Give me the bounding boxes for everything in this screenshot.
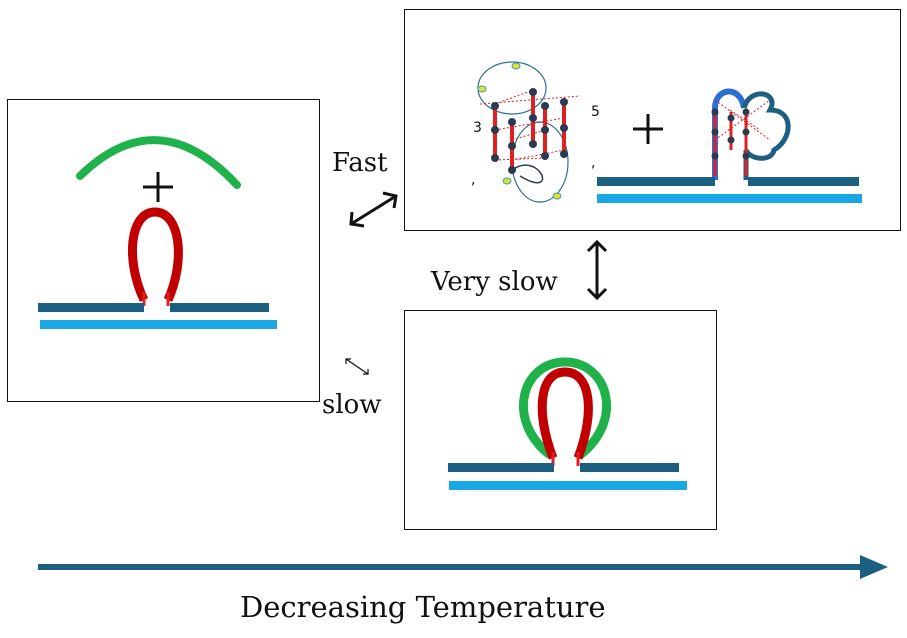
complement-strand-wrap — [519, 357, 611, 459]
fast-label: Fast — [332, 148, 388, 178]
dark-strand-2b — [748, 177, 859, 186]
hairpin-loop-3 — [537, 367, 593, 460]
slow-double-arrow — [345, 358, 369, 375]
slow-label: slow — [322, 390, 382, 420]
g4-comma-left: , — [471, 172, 475, 188]
g4-label-3: 3 — [473, 120, 482, 136]
very-slow-double-arrow — [586, 239, 608, 301]
light-strand-3 — [449, 481, 687, 490]
dark-strand-1b — [170, 303, 269, 312]
plus-sign-2 — [633, 114, 663, 144]
temperature-axis-label: Decreasing Temperature — [240, 590, 606, 624]
very-slow-label: Very slow — [431, 267, 558, 297]
plus-sign-1 — [143, 172, 173, 202]
hairpin-stem-marks-3 — [551, 452, 580, 466]
folded-hairpin-diagram — [711, 88, 791, 180]
g-quadruplex-diagram — [477, 61, 581, 203]
light-strand-1 — [40, 320, 277, 329]
light-strand-2 — [597, 194, 862, 203]
unfolded-state-panel — [7, 99, 320, 402]
g4-comma-right: , — [591, 155, 595, 171]
dark-strand-3b — [580, 463, 679, 472]
duplex-state-panel — [404, 310, 717, 530]
fast-double-arrow — [349, 191, 398, 228]
complement-strand-arc — [76, 136, 241, 189]
g4-label-5: 5 — [591, 104, 600, 120]
dark-strand-2a — [597, 177, 715, 186]
dark-strand-1a — [38, 303, 144, 312]
dark-strand-3a — [448, 463, 554, 472]
hairpin-loop-1 — [128, 207, 183, 302]
temperature-arrow — [38, 555, 888, 579]
hairpin-stem-marks-1 — [142, 292, 170, 306]
